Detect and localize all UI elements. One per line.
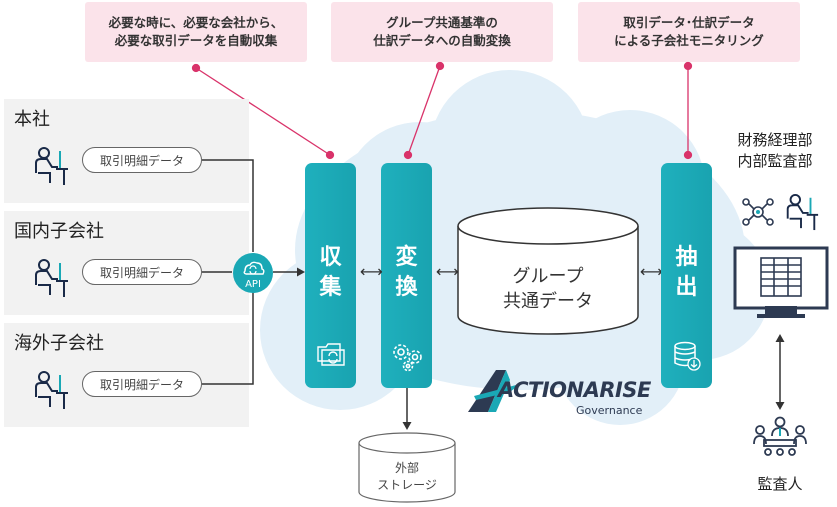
bidirectional-arrow-icon: ⟷ bbox=[360, 262, 383, 281]
step-convert-char2: 換 bbox=[395, 275, 418, 300]
external-storage-line1: 外部 bbox=[394, 461, 419, 475]
network-people-icon bbox=[742, 198, 774, 226]
bidirectional-arrow-icon: ⟷ bbox=[640, 262, 663, 281]
gears-icon bbox=[393, 344, 422, 372]
callout-auto-convert-line2: 仕訳データへの自動変換 bbox=[373, 33, 511, 48]
company-name: 海外子会社 bbox=[14, 333, 104, 354]
step-convert: 変 換 bbox=[381, 163, 432, 388]
step-convert-char1: 変 bbox=[395, 245, 418, 270]
step-collect: 収 集 bbox=[305, 163, 356, 388]
external-storage-line2: ストレージ bbox=[377, 478, 437, 492]
bidirectional-arrow-icon: ⟷ bbox=[436, 262, 459, 281]
vertical-bidirectional-arrow bbox=[775, 334, 785, 410]
company-name: 本社 bbox=[14, 109, 50, 130]
company-panel-headquarters: 本社 取引明細データ bbox=[4, 99, 249, 203]
transaction-data-pill: 取引明細データ bbox=[82, 371, 202, 397]
api-label: API bbox=[245, 279, 261, 290]
cloud-sync-icon bbox=[233, 253, 273, 293]
company-panel-overseas-subsidiary: 海外子会社 取引明細データ bbox=[4, 323, 249, 427]
callout-monitoring-line2: による子会社モニタリング bbox=[614, 33, 764, 48]
company-name: 国内子会社 bbox=[14, 221, 104, 242]
folder-sync-icon bbox=[317, 343, 345, 366]
monitor-table-icon bbox=[733, 246, 829, 318]
group-database-line1: グループ bbox=[512, 266, 584, 287]
brand-name: ACTIONARISE bbox=[498, 378, 651, 402]
callout-auto-convert-line1: グループ共通基準の bbox=[386, 15, 498, 30]
department-line2: 内部監査部 bbox=[737, 152, 813, 170]
callout-auto-collect: 必要な時に、必要な会社から、 必要な取引データを自動収集 bbox=[85, 2, 307, 62]
group-database-cylinder bbox=[457, 207, 639, 335]
transaction-data-pill: 取引明細データ bbox=[82, 147, 202, 173]
person-at-desk-icon bbox=[35, 147, 68, 185]
step-extract-char1: 抽 bbox=[675, 245, 698, 270]
external-storage-cylinder bbox=[358, 432, 456, 503]
step-extract: 抽 出 bbox=[661, 163, 712, 388]
callout-auto-convert: グループ共通基準の 仕訳データへの自動変換 bbox=[331, 2, 553, 62]
callout-auto-collect-line1: 必要な時に、必要な会社から、 bbox=[108, 15, 284, 30]
database-download-icon bbox=[674, 341, 701, 371]
callout-monitoring-line1: 取引データ･仕訳データ bbox=[623, 15, 755, 30]
transaction-data-pill: 取引明細データ bbox=[82, 259, 202, 285]
callout-auto-collect-line2: 必要な取引データを自動収集 bbox=[114, 33, 278, 48]
actionarise-logo-mark bbox=[468, 370, 520, 412]
group-database-line2: 共通データ bbox=[503, 291, 593, 312]
department-line1: 財務経理部 bbox=[737, 131, 813, 149]
person-at-desk-icon bbox=[35, 371, 68, 409]
person-at-desk-icon bbox=[35, 259, 68, 297]
person-at-desk-icon bbox=[786, 193, 819, 231]
auditor-label: 監査人 bbox=[757, 475, 803, 493]
step-collect-char1: 収 bbox=[319, 245, 342, 270]
company-panel-domestic-subsidiary: 国内子会社 取引明細データ bbox=[4, 211, 249, 315]
brand-subtitle: Governance bbox=[576, 404, 643, 417]
meeting-group-icon bbox=[753, 416, 807, 456]
callout-monitoring: 取引データ･仕訳データ による子会社モニタリング bbox=[578, 2, 800, 62]
step-extract-char2: 出 bbox=[675, 275, 698, 300]
step-collect-char2: 集 bbox=[319, 275, 342, 300]
